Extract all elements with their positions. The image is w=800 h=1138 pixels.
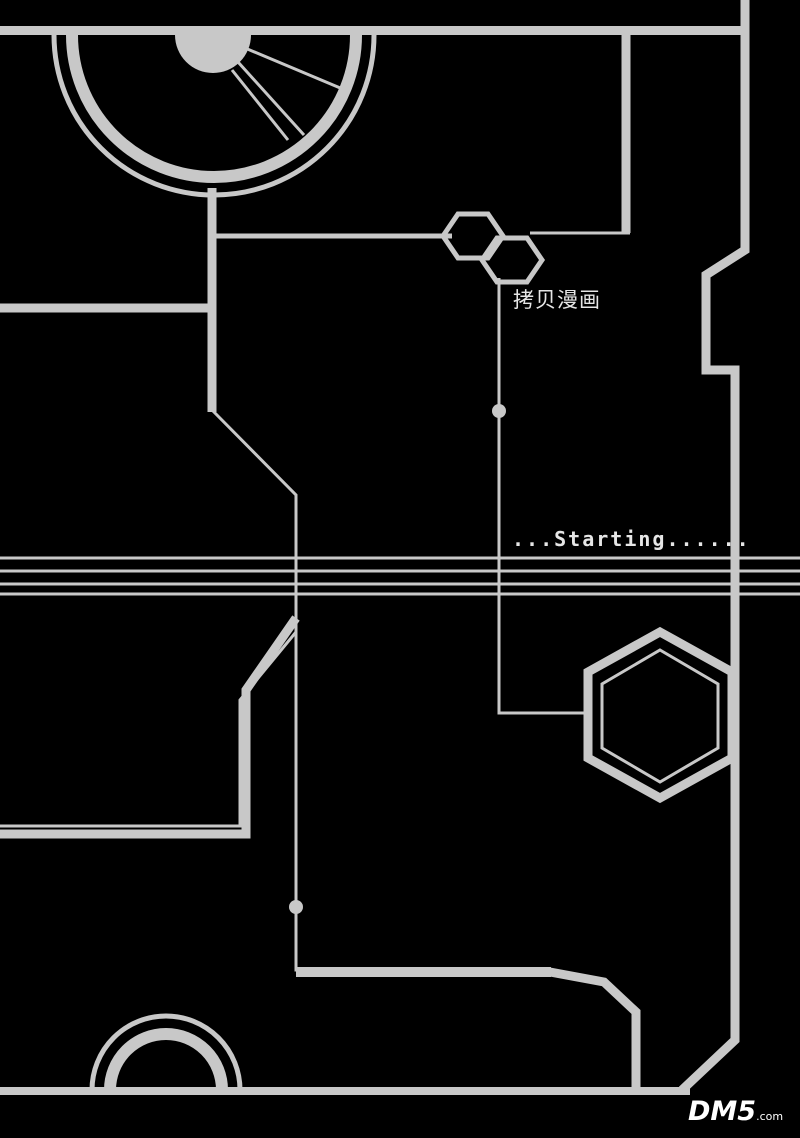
manga-title-text: 拷贝漫画 — [513, 288, 601, 312]
bottom-border-bar — [0, 1087, 690, 1095]
left-lower-bracket-outer — [0, 615, 300, 839]
large-hexagon-outer — [583, 626, 737, 804]
center-trace — [210, 408, 637, 1090]
hex-connector-trace — [497, 278, 588, 715]
top-ring-spoke-2 — [236, 60, 306, 137]
left-lower-bracket-inner — [0, 631, 298, 828]
watermark-main: DM5 — [688, 1096, 757, 1127]
small-hexagon-2 — [478, 235, 546, 285]
top-ring-inner — [66, 34, 362, 183]
top-ring-spoke-1 — [244, 46, 346, 92]
large-hexagon-inner — [600, 648, 720, 784]
top-ring-hub — [175, 35, 251, 73]
node-dot-center-lower — [289, 900, 303, 914]
bottom-ring-outer — [89, 1013, 243, 1091]
top-border-bar — [0, 26, 745, 35]
top-ring-spoke-3 — [230, 69, 290, 141]
small-hexagon-1 — [439, 211, 507, 261]
starting-status-text: ...Starting...... — [512, 527, 751, 551]
bottom-thick-trace — [296, 967, 551, 977]
bottom-ring-inner — [104, 1028, 228, 1091]
watermark-suffix: .com — [756, 1110, 784, 1123]
bottom-right-trace — [549, 967, 641, 1090]
right-outer-frame — [678, 0, 750, 1094]
site-watermark-logo: DM5.com — [688, 1098, 783, 1130]
